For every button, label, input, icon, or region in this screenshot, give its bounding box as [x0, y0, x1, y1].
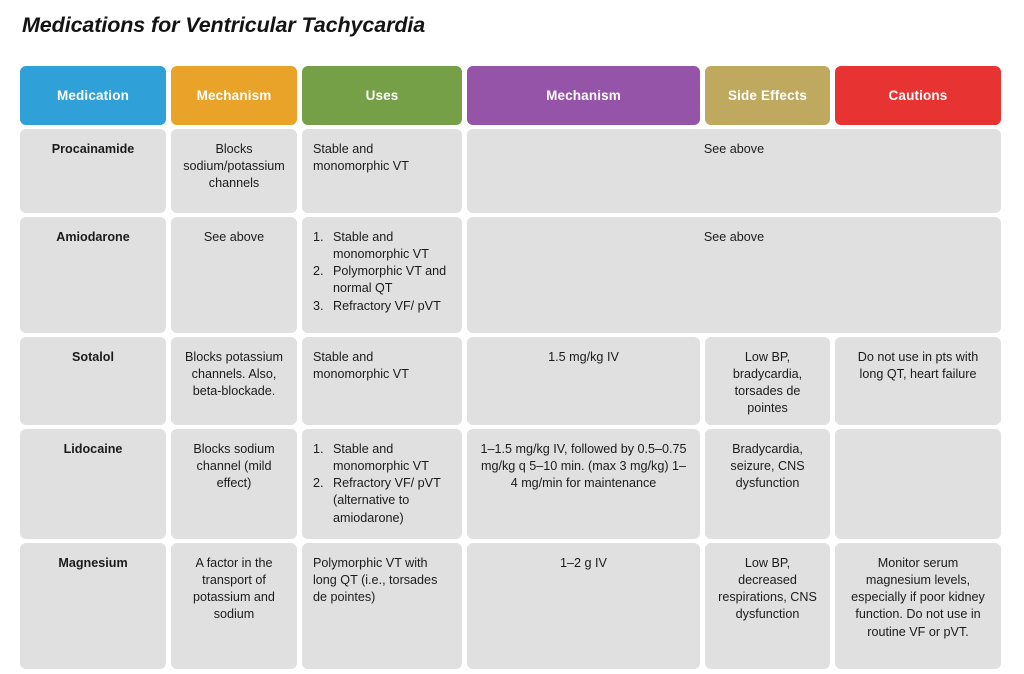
column-header-label: Uses — [365, 88, 399, 103]
medications-table: Medication Mechanism Uses Mechanism Side… — [20, 66, 1004, 673]
cell-dose-mechanism[interactable]: 1–1.5 mg/kg IV, followed by 0.5–0.75 mg/… — [467, 429, 700, 539]
column-header-mechanism[interactable]: Mechanism — [171, 66, 297, 125]
cell-cautions[interactable] — [835, 429, 1001, 539]
cell-mechanism[interactable]: Blocks potassium channels. Also, beta-bl… — [171, 337, 297, 425]
page-title: Medications for Ventricular Tachycardia — [22, 13, 426, 37]
column-header-medication[interactable]: Medication — [20, 66, 166, 125]
cell-cautions[interactable]: Monitor serum magnesium levels, especial… — [835, 543, 1001, 669]
column-header-cautions[interactable]: Cautions — [835, 66, 1001, 125]
cell-medication[interactable]: Magnesium — [20, 543, 166, 669]
column-header-side-effects[interactable]: Side Effects — [705, 66, 830, 125]
uses-list: Stable and monomorphic VT Polymorphic VT… — [313, 229, 451, 315]
column-header-dose-mechanism[interactable]: Mechanism — [467, 66, 700, 125]
cell-merged-see-above[interactable]: See above — [467, 129, 1001, 213]
cell-dose-mechanism[interactable]: 1.5 mg/kg IV — [467, 337, 700, 425]
cell-medication[interactable]: Procainamide — [20, 129, 166, 213]
cell-medication[interactable]: Sotalol — [20, 337, 166, 425]
cell-side-effects[interactable]: Low BP, bradycardia, torsades de pointes — [705, 337, 830, 425]
cell-side-effects[interactable]: Bradycardia, seizure, CNS dysfunction — [705, 429, 830, 539]
table-header-row: Medication Mechanism Uses Mechanism Side… — [20, 66, 1004, 125]
cell-dose-mechanism[interactable]: 1–2 g IV — [467, 543, 700, 669]
column-header-label: Side Effects — [727, 88, 808, 103]
table-row: Procainamide Blocks sodium/potassium cha… — [20, 129, 1004, 213]
cell-uses[interactable]: Stable and monomorphic VT Refractory VF/… — [302, 429, 462, 539]
column-header-label: Mechanism — [196, 88, 272, 103]
cell-merged-see-above[interactable]: See above — [467, 217, 1001, 333]
cell-uses[interactable]: Polymorphic VT with long QT (i.e., torsa… — [302, 543, 462, 669]
list-item: Stable and monomorphic VT — [313, 441, 429, 474]
list-item: Refractory VF/ pVT — [313, 298, 441, 315]
cell-side-effects[interactable]: Low BP, decreased respirations, CNS dysf… — [705, 543, 830, 669]
cell-mechanism[interactable]: See above — [171, 217, 297, 333]
list-item: Polymorphic VT and normal QT — [313, 263, 447, 296]
cell-uses[interactable]: Stable and monomorphic VT — [302, 337, 462, 425]
list-item: Stable and monomorphic VT — [313, 229, 429, 262]
column-header-uses[interactable]: Uses — [302, 66, 462, 125]
cell-cautions[interactable]: Do not use in pts with long QT, heart fa… — [835, 337, 1001, 425]
cell-mechanism[interactable]: Blocks sodium/potassium channels — [171, 129, 297, 213]
uses-list: Stable and monomorphic VT Refractory VF/… — [313, 441, 451, 527]
list-item: Refractory VF/ pVT (alternative to amiod… — [313, 475, 441, 525]
table-row: Magnesium A factor in the transport of p… — [20, 543, 1004, 669]
cell-uses[interactable]: Stable and monomorphic VT — [302, 129, 462, 213]
cell-uses[interactable]: Stable and monomorphic VT Polymorphic VT… — [302, 217, 462, 333]
table-row: Amiodarone See above Stable and monomorp… — [20, 217, 1004, 333]
column-header-label: Mechanism — [546, 88, 621, 103]
column-header-label: Cautions — [888, 88, 948, 103]
cell-mechanism[interactable]: Blocks sodium channel (mild effect) — [171, 429, 297, 539]
table-row: Lidocaine Blocks sodium channel (mild ef… — [20, 429, 1004, 539]
cell-medication[interactable]: Amiodarone — [20, 217, 166, 333]
column-header-label: Medication — [56, 88, 129, 103]
table-row: Sotalol Blocks potassium channels. Also,… — [20, 337, 1004, 425]
cell-medication[interactable]: Lidocaine — [20, 429, 166, 539]
cell-mechanism[interactable]: A factor in the transport of potassium a… — [171, 543, 297, 669]
